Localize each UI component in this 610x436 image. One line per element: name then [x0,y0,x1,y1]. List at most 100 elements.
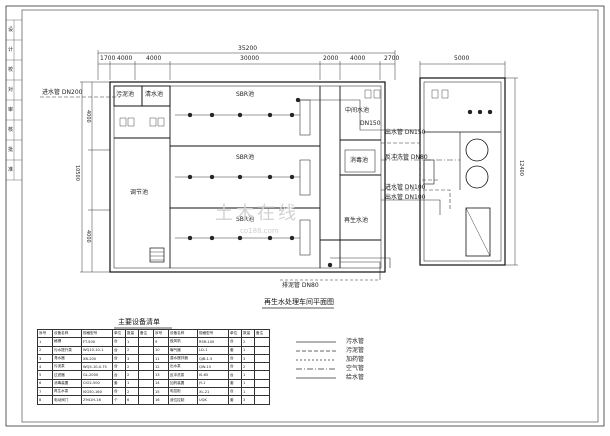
table-cell: 16 [153,395,169,405]
table-cell: 3 [125,353,139,364]
table-cell: 滗水器 [52,353,82,364]
table-cell: FT-500 [81,337,113,347]
pipe-label-2: 出水管 DN150 [385,129,426,136]
table-cell: 台 [112,345,126,355]
table-cell: LD-1 [197,345,229,355]
table-cell: 台 [228,353,242,364]
table-cell: 1 [241,345,255,355]
title-block-3: 校 [8,67,14,73]
pipe-label-3: 反冲洗管 DN80 [385,154,428,161]
table-cell: RSR-100 [197,337,229,347]
top-dimension [97,50,506,80]
table-cell: IS-65 [197,370,229,380]
table-header-cell: 数量 [125,328,139,339]
legend-label-3: 加药管 [346,356,365,363]
main-building [109,81,386,273]
pipe-label-6: 排泥管 DN80 [282,282,319,289]
table-cell: 1 [125,378,139,389]
table-header-cell: 备注 [254,328,270,339]
table-cell: ClO2-500 [81,378,113,389]
title-block-2: 计 [8,47,14,53]
title-block-5: 审 [8,107,14,113]
table-cell: 15 [153,387,169,397]
pipe-label-4: 进水管 DN100 [385,184,426,191]
table-cell: 1 [125,337,139,347]
table-cell: 7 [37,387,53,397]
title-block-4: 对 [8,87,14,93]
pump-room [419,77,506,266]
table-cell [138,345,154,355]
table-header-cell: 序号 [37,328,53,339]
watermark-logo: 土木在线 [215,203,299,224]
table-cell: 3 [241,395,255,405]
table-cell: 液位控制 [168,395,198,405]
legend-label-5: 给水管 [346,374,365,381]
table-cell: 潜水搅拌器 [168,353,198,364]
dim-right-height: 12400 [518,160,524,176]
room-disinfect: 消毒池 [350,157,369,164]
plan-title: 再生水处理车间平面图 [264,298,334,306]
pipe-label-5: 出水管 DN100 [385,194,426,201]
room-adjust-tank: 调节池 [130,189,149,196]
table-cell [254,378,270,389]
table-cell: 台 [228,337,242,347]
left-dimension [80,81,110,273]
table-cell: 消毒装置 [52,378,82,389]
table-cell: 曝气器 [168,345,198,355]
table-cell: 2 [125,362,139,372]
pipe-runs [40,96,460,281]
sbr-tanks [170,86,321,268]
table-cell: 反冲洗泵 [168,370,198,380]
table-cell: 13 [153,370,169,380]
table-cell: 2 [125,370,139,380]
table-cell: GL-2000 [81,370,113,380]
table-cell: 台 [228,370,242,380]
dim-seg-5: 2000 [323,55,339,62]
title-block-1: 设 [8,27,14,33]
dim-left-total: 10500 [74,165,80,181]
table-cell: 9 [153,337,169,347]
right-dimension [505,77,518,266]
left-title-block [6,19,22,181]
table-header-cell: 备注 [138,328,154,339]
table-cell: 污水提升泵 [52,345,82,355]
legend-label-2: 污泥管 [346,347,365,354]
table-header-cell: 规格型号 [197,328,229,339]
table-header-cell: 序号 [153,328,169,339]
dim-seg-3: 4000 [146,55,162,62]
table-cell: 1 [241,370,255,380]
table-cell: 2 [241,337,255,347]
table-cell [254,353,270,364]
table-cell: 格栅 [52,337,82,347]
legend-label-1: 污水管 [346,338,365,345]
room-sbr-3: SBR池 [236,216,255,223]
table-cell: 3 [241,353,255,364]
table-cell: 2 [241,362,255,372]
table-header-cell: 数量 [241,328,255,339]
table-cell [254,370,270,380]
table-title: 主要设备清单 [118,318,160,326]
table-cell: 2 [125,345,139,355]
table-header-cell: 规格型号 [81,328,113,339]
room-sludge: 污泥池 [116,91,135,98]
table-cell: 3 [37,353,53,364]
dim-seg-7: 2700 [384,55,400,62]
table-cell [254,345,270,355]
legend-label-4: 空气管 [346,365,365,372]
table-cell: JY-1 [197,378,229,389]
table-cell: 套 [228,378,242,389]
table-cell: 11 [153,353,169,364]
table-cell: XB-200 [81,353,113,364]
table-cell: 出水泵 [168,362,198,372]
table-cell [254,362,270,372]
table-cell [138,337,154,347]
table-cell: 鼓风机 [168,337,198,347]
